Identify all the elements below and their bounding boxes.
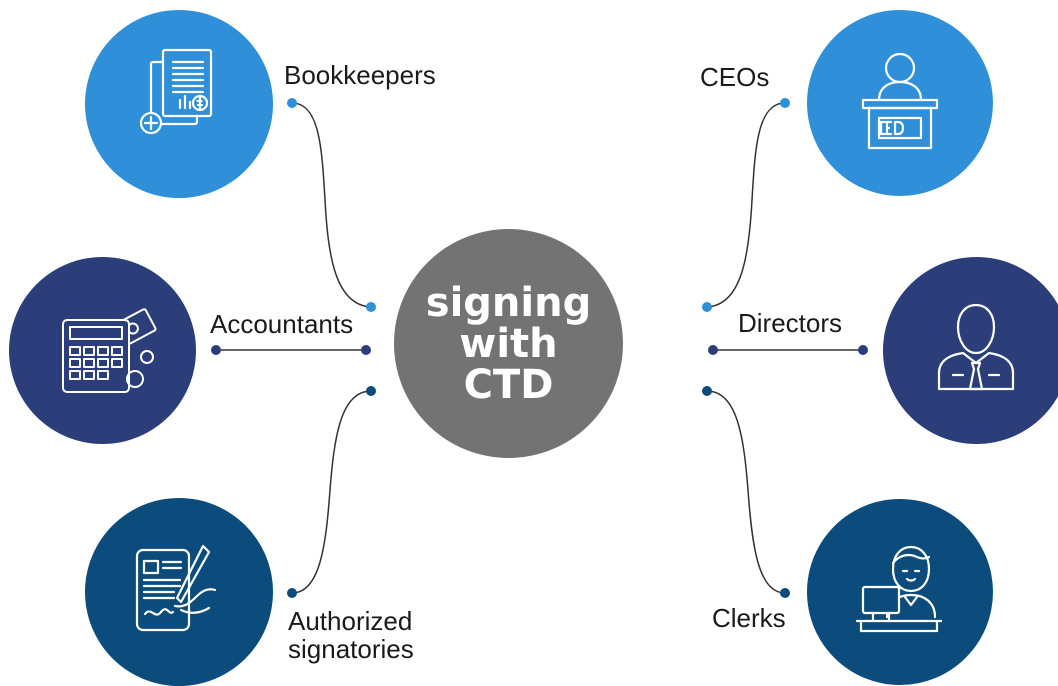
connector-dot [366,302,376,312]
label-directors: Directors [738,308,843,338]
node-ceos [807,10,993,196]
connector-dot [211,345,221,355]
connector-dot [702,302,712,312]
center-title: signing with CTD [425,280,592,408]
connector-dot [287,98,297,108]
director-person-icon [937,303,1015,391]
connector-dot [366,386,376,396]
label-clerks: Clerks [712,603,786,633]
label-accountants: Accountants [210,309,354,339]
ceo-desk-icon [861,52,939,150]
connector-clerks [706,390,786,594]
label-authorized-signatories: Authorized signatories [288,606,414,664]
connector-authorized [291,390,372,594]
node-directors [883,257,1058,444]
label-bookkeepers: Bookkeepers [284,60,436,90]
signing-document-icon [135,544,217,632]
connector-dot [708,345,718,355]
connector-ceos [706,102,786,308]
node-accountants [9,257,196,444]
connector-dot [780,98,790,108]
connector-dot [361,345,371,355]
node-authorized-signatories [85,498,273,686]
connector-dot [702,386,712,396]
center-hub [394,229,623,458]
connector-dot [858,345,868,355]
connector-dot [287,588,297,598]
connector-dot [780,588,790,598]
node-clerks [807,499,993,685]
node-bookkeepers [85,10,273,198]
label-ceos: CEOs [700,62,770,92]
calculator-money-icon [62,308,157,393]
ledger-report-icon [139,48,213,135]
clerk-computer-icon [855,545,943,633]
connector-bookkeepers [291,102,372,308]
